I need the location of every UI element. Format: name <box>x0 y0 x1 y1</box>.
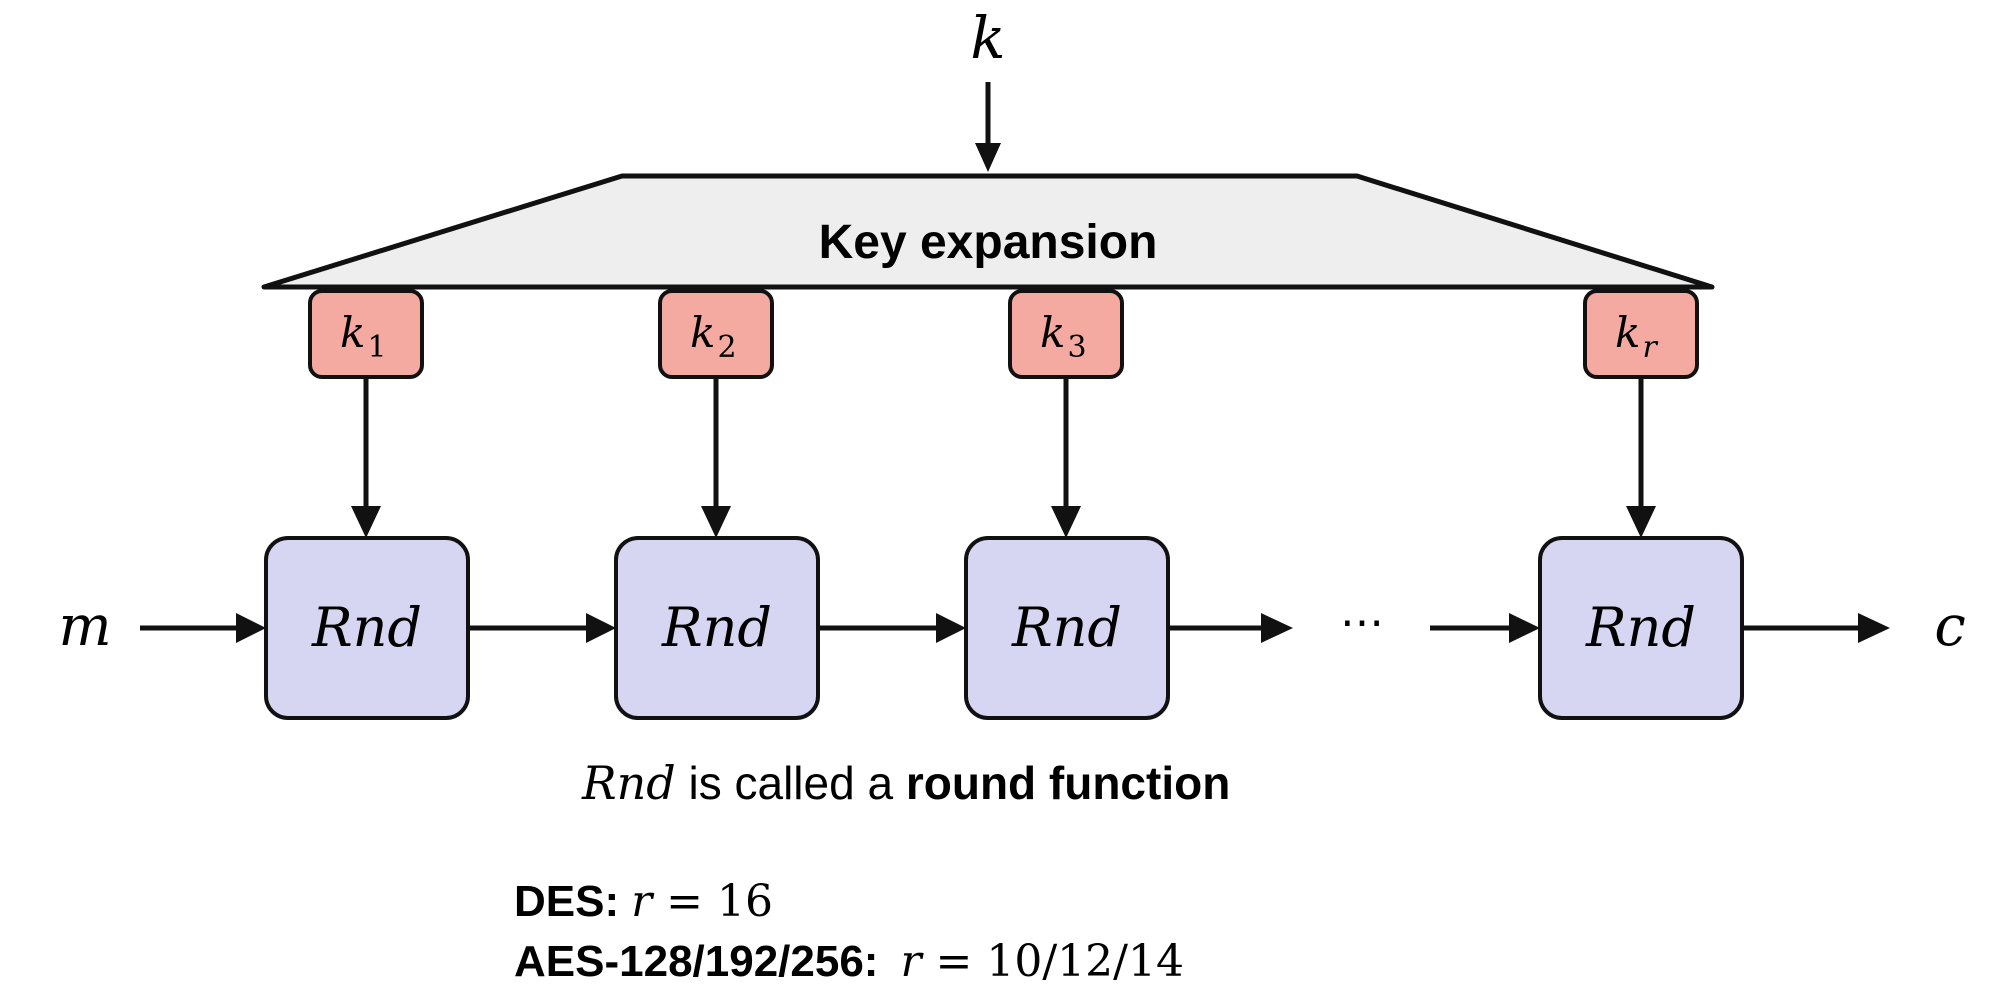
key-expansion-label: Key expansion <box>819 216 1158 269</box>
caption: Rnd is called a round function <box>581 756 1230 810</box>
key-input-arrowhead <box>975 143 1001 172</box>
note-label: AES-128/192/256: <box>514 937 878 986</box>
round-key-r: kr <box>1583 289 1699 379</box>
round-key-1: k1 <box>308 289 424 379</box>
note-eq: = <box>922 936 987 987</box>
round-label: Rnd <box>1011 596 1122 659</box>
round-key-3: k3 <box>1008 289 1124 379</box>
svg-text:kr: kr <box>1615 308 1658 365</box>
round-label: Rnd <box>311 596 422 659</box>
round-key-2: k2 <box>658 289 774 379</box>
round-box-r: Rnd <box>1538 536 1744 720</box>
note-value: 10/12/14 <box>986 936 1184 987</box>
caption-math: Rnd <box>581 756 676 810</box>
ciphertext-output-label: c <box>1934 594 1965 659</box>
svg-text:k3: k3 <box>1040 308 1087 365</box>
round-key-base: k <box>1615 308 1640 357</box>
note-eq: = <box>652 876 717 927</box>
chain-arrowheads <box>236 613 1890 643</box>
note-var: r <box>900 936 924 987</box>
note-des: DES:r = 16 <box>514 876 773 927</box>
round-key-subscript: 2 <box>717 330 736 365</box>
round-key-base: k <box>690 308 715 357</box>
round-label: Rnd <box>1585 596 1696 659</box>
round-box-2: Rnd <box>614 536 820 720</box>
round-label: Rnd <box>661 596 772 659</box>
key-to-round-arrows <box>363 377 1644 512</box>
round-key-subscript: 1 <box>367 330 386 365</box>
round-key-subscript: 3 <box>1067 330 1086 365</box>
round-box-1: Rnd <box>264 536 470 720</box>
round-key-base: k <box>1040 308 1065 357</box>
note-var: r <box>631 876 655 927</box>
key-expansion-block <box>261 173 1715 290</box>
round-key-subscript: r <box>1642 330 1658 365</box>
round-key-base: k <box>340 308 365 357</box>
key-input-label: k <box>970 4 1005 72</box>
message-input-label: m <box>58 594 111 659</box>
note-value: 16 <box>717 876 773 927</box>
caption-text: is called a <box>676 757 906 809</box>
note-aes: AES-128/192/256: r = 10/12/14 <box>514 936 1184 987</box>
note-label: DES: <box>514 877 619 926</box>
round-box-3: Rnd <box>964 536 1170 720</box>
svg-text:k1: k1 <box>340 308 387 365</box>
key-to-round-arrowheads <box>351 506 1656 538</box>
caption-bold: round function <box>906 757 1230 809</box>
ellipsis: ⋯ <box>1340 597 1384 648</box>
svg-text:k2: k2 <box>690 308 737 365</box>
